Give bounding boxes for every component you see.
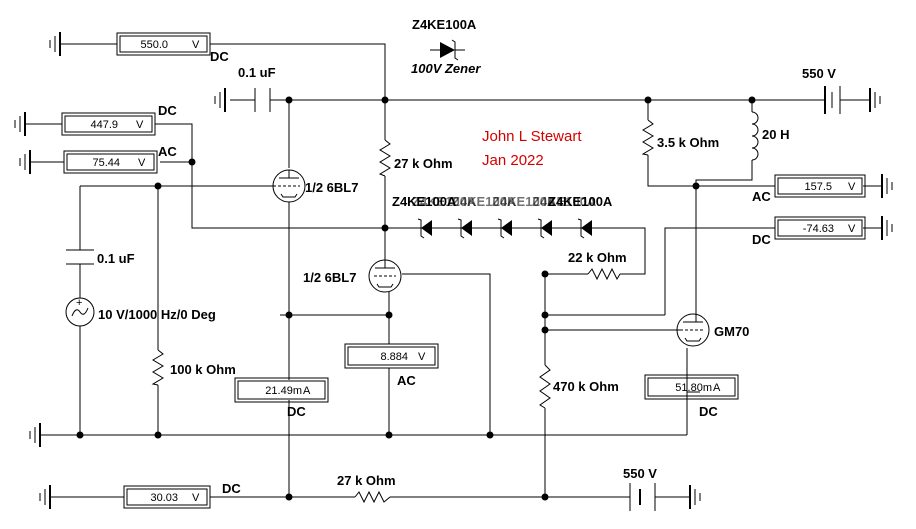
meter-mode-label: AC [752, 189, 771, 204]
zener-diode-icon [457, 218, 472, 239]
meter-mode-label: DC [752, 232, 771, 247]
meter-value: 447.9 [90, 119, 118, 131]
zener-overlap-label: Z4KE100A [492, 194, 557, 209]
meter-left-ac: 75.44 V [63, 150, 158, 174]
meter-mode-label: DC [222, 481, 241, 496]
resistor-27k-bottom [354, 490, 391, 504]
meter-left-dc: 447.9 V [61, 112, 156, 136]
battery-bottom [629, 483, 656, 511]
meter-mode-label: DC [158, 103, 177, 118]
meter-unit: V [848, 223, 856, 235]
meter-value: 75.44 [92, 157, 120, 169]
zener-diode-icon [417, 218, 432, 239]
ground-icon [39, 485, 51, 509]
zener-diode-icon [497, 218, 512, 239]
meter-unit: A [303, 385, 311, 397]
ground-icon [689, 485, 701, 509]
meter-right-dc: -74.63 V [774, 216, 866, 240]
cap-top-label: 0.1 uF [238, 65, 276, 80]
meter-unit: A [713, 382, 721, 394]
cap-left-label: 0.1 uF [97, 251, 135, 266]
ground-icon [869, 88, 881, 112]
zener-top-part-label: Z4KE100A [412, 17, 477, 32]
meter-value: 157.5 [804, 181, 832, 193]
meter-unit: V [192, 492, 200, 504]
author-name: John L Stewart [482, 128, 582, 145]
ground-symbols [14, 32, 893, 509]
meter-unit: V [138, 157, 146, 169]
choke-label: 20 H [762, 127, 789, 142]
source-label: 10 V/1000 Hz/0 Deg [98, 307, 216, 322]
tube-gm70-icon [676, 312, 710, 347]
meter-cathode-ac: 8.884 V [344, 343, 439, 369]
zener-top-icon [430, 39, 465, 61]
choke-20h-icon [751, 111, 759, 161]
meter-bottom: 30.03 V [123, 485, 211, 509]
svg-text:+: + [76, 297, 82, 309]
meter-unit: V [848, 181, 856, 193]
zener-overlap-label: Z4KE100A [532, 194, 597, 209]
capacitor-top [254, 88, 271, 112]
capacitor-left [66, 249, 94, 265]
resistor-22k [587, 267, 621, 281]
tube-mid-label: 1/2 6BL7 [303, 270, 356, 285]
meter-current-right: 51.80m A [644, 374, 739, 400]
meter-mode-label: DC [699, 404, 718, 419]
zener-string-label: Z4KE100A [392, 194, 457, 209]
ground-icon [214, 88, 226, 112]
meter-unit: V [418, 351, 426, 363]
tube-out-label: GM70 [714, 324, 749, 339]
meter-mode-label: DC [287, 404, 306, 419]
resistor-3-5k [641, 119, 654, 156]
zener-top-desc-label: 100V Zener [411, 61, 481, 76]
ground-icon [14, 112, 26, 136]
meter-top: 550.0 V [116, 32, 211, 56]
meter-current-left: 21.49m A [234, 377, 329, 403]
zener-diode-icon [537, 218, 552, 239]
resistor-27k-plate [378, 139, 391, 177]
author-date: Jan 2022 [482, 152, 544, 169]
r-470k-label: 470 k Ohm [553, 379, 619, 394]
zener-string [417, 218, 592, 239]
meter-right-ac: 157.5 V [774, 174, 866, 198]
zener-overlap-label: Z4KE100A [412, 194, 477, 209]
zener-diode-icon [577, 218, 592, 239]
meter-unit: V [192, 39, 200, 51]
r-3-5k-label: 3.5 k Ohm [657, 135, 719, 150]
r-22k-label: 22 k Ohm [568, 250, 627, 265]
resistor-470k [539, 364, 551, 409]
ground-icon [881, 174, 893, 198]
zener-overlap-label: Z4KE100A [548, 194, 613, 209]
supply-top-label: 550 V [802, 66, 836, 81]
meter-value: 8.884 [380, 351, 408, 363]
ground-icon [29, 423, 41, 447]
meter-value: 21.49m [265, 385, 302, 397]
meter-value: -74.63 [803, 223, 834, 235]
tube-top-label: 1/2 6BL7 [305, 180, 358, 195]
r-plate-label: 27 k Ohm [394, 156, 453, 171]
junction-dots [76, 96, 756, 501]
meter-value: 51.80m [675, 382, 712, 394]
r-grid-label: 100 k Ohm [170, 362, 236, 377]
meter-unit: V [136, 119, 144, 131]
ac-source-icon: + [65, 297, 95, 327]
zener-overlap-label: Z4KE100A [452, 194, 517, 209]
meter-mode-label: DC [210, 49, 229, 64]
ground-icon [49, 32, 61, 56]
tube-6bl7-top-icon [272, 169, 306, 203]
r-bottom-label: 27 k Ohm [337, 473, 396, 488]
meter-value: 550.0 [140, 39, 168, 51]
battery-top [824, 86, 841, 114]
ground-icon [881, 216, 893, 240]
supply-bottom-label: 550 V [623, 466, 657, 481]
meter-mode-label: AC [397, 373, 416, 388]
meter-mode-label: AC [158, 144, 177, 159]
tube-6bl7-mid-icon [368, 259, 402, 293]
wires [25, 43, 882, 498]
ground-icon [19, 150, 31, 174]
resistor-100k [151, 349, 164, 386]
meter-value: 30.03 [150, 492, 178, 504]
